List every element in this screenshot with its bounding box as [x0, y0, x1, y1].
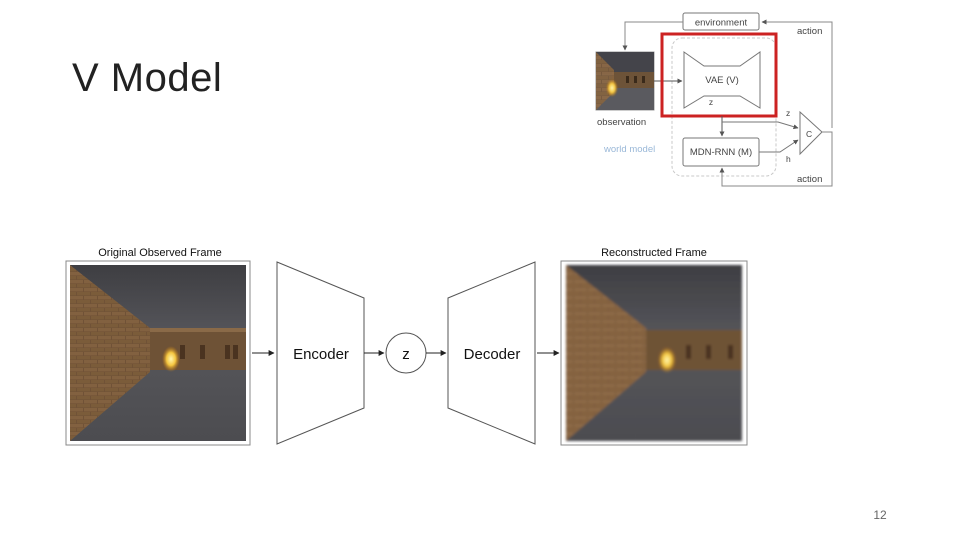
action-loop-bottom [719, 131, 833, 187]
original-frame-label: Original Observed Frame [98, 247, 222, 259]
latent-z-label: z [402, 346, 410, 363]
action-label-top: action [797, 26, 822, 37]
z-to-controller-arrow [722, 121, 799, 130]
controller-shape [799, 110, 823, 156]
env-to-observation-arrow [622, 21, 683, 51]
reconstructed-frame-label: Reconstructed Frame [601, 247, 707, 259]
vae-highlight-box [660, 32, 778, 118]
vae-pipeline: Original Observed Frame Encoder z [65, 247, 748, 446]
controller-label: C [806, 129, 812, 139]
action-loop-top [761, 19, 833, 128]
encoder-label: Encoder [293, 346, 349, 363]
world-model-overview: environment action observation world mod… [595, 12, 833, 187]
observation-thumbnail [595, 51, 655, 111]
decoder-shape [447, 261, 536, 445]
vae-label: VAE (V) [705, 75, 739, 86]
encoder-shape [276, 261, 365, 445]
world-model-boundary [671, 37, 777, 177]
mdn-rnn-label: MDN-RNN (M) [690, 147, 752, 158]
reconstructed-frame-image [560, 260, 748, 446]
observation-label: observation [597, 117, 646, 128]
h-side-label: h [786, 154, 791, 164]
environment-label: environment [695, 18, 748, 29]
h-to-controller-arrow [759, 139, 799, 153]
decoder-label: Decoder [464, 346, 521, 363]
original-frame-image [65, 260, 251, 446]
page-number: 12 [873, 508, 887, 522]
vae-z-label: z [709, 97, 713, 107]
action-label-bottom: action [797, 174, 822, 185]
vae-shape [683, 51, 761, 109]
z-side-label: z [786, 108, 790, 118]
world-model-label: world model [603, 144, 655, 155]
slide-title: V Model [72, 56, 223, 100]
